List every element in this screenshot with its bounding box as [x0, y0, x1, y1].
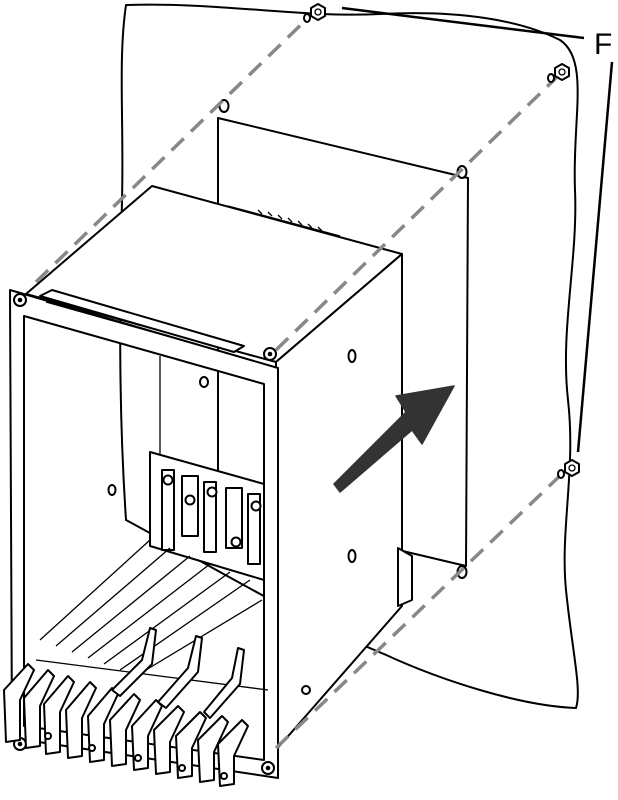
mounting-direction-arrow: [333, 385, 455, 493]
terminal-levers: [3, 627, 249, 787]
housing-side-holes: [301, 349, 357, 695]
callout-leaders: [341, 6, 614, 453]
nut-icon: [557, 459, 580, 479]
nut-icon: [303, 3, 326, 23]
nut-icon: [547, 63, 570, 83]
housing-top-vent: [227, 205, 341, 237]
alignment-guides: [34, 12, 568, 750]
callout-label-f: F: [594, 28, 612, 61]
housing-interior: [23, 316, 269, 691]
rear-spacer: [397, 547, 413, 607]
